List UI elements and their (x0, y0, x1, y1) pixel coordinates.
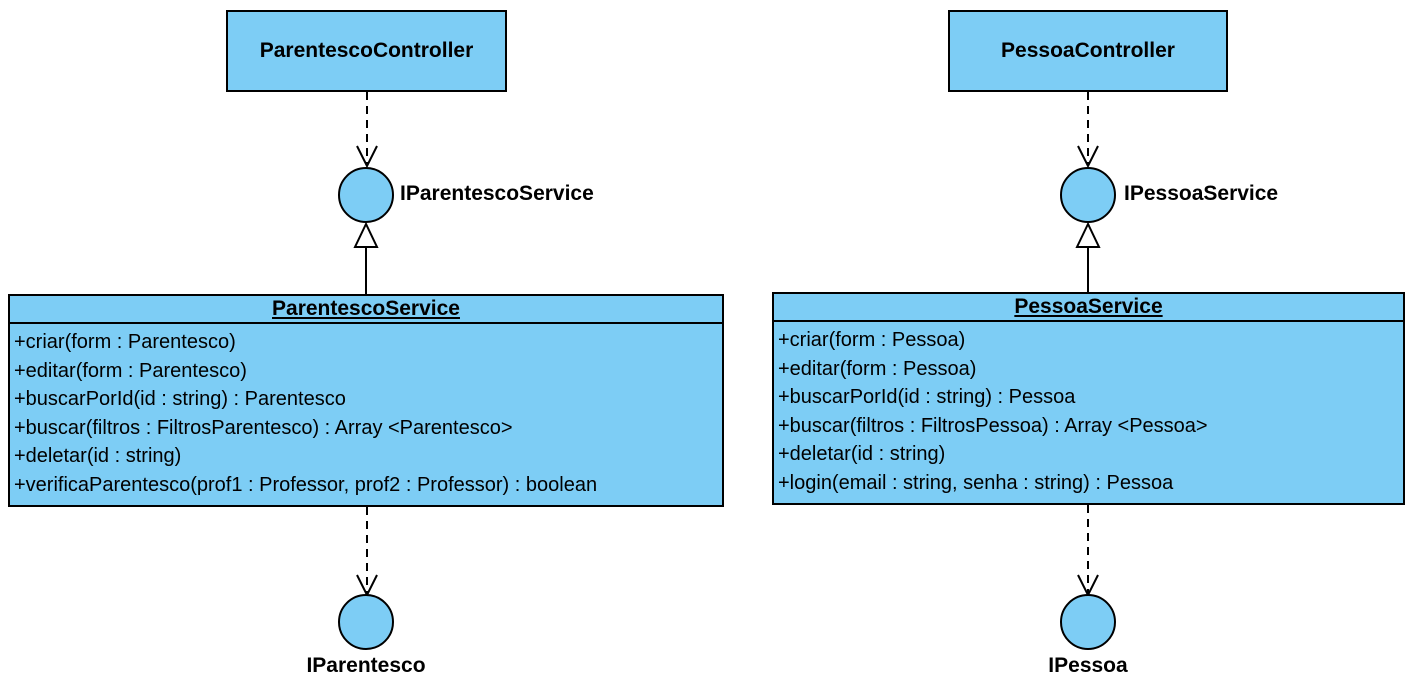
right-service-class-name: PessoaService (774, 294, 1403, 322)
right-controller-dependency-arrowhead (1077, 145, 1099, 169)
operation-item: +verificaParentesco(prof1 : Professor, p… (14, 473, 598, 496)
operation-item: +buscar(filtros : FiltrosParentesco) : A… (14, 416, 513, 439)
operation-item: +buscar(filtros : FiltrosPessoa) : Array… (778, 414, 1208, 437)
operation-item: +deletar(id : string) (14, 445, 182, 468)
right-realization-arrowhead (1075, 221, 1101, 248)
left-interface-service-circle (338, 167, 394, 223)
left-service-class[interactable]: ParentescoService +criar(form : Parentes… (8, 294, 724, 507)
right-service-operations: +criar(form : Pessoa) +editar(form : Pes… (774, 322, 1403, 498)
right-controller-name: PessoaController (1001, 39, 1175, 62)
left-realization-arrowhead (353, 221, 379, 248)
right-dependency-interface-label: IPessoa (1048, 654, 1128, 677)
right-controller-box[interactable]: PessoaController (948, 10, 1228, 92)
right-dependency-interface-circle (1060, 594, 1116, 650)
operation-item: +buscarPorId(id : string) : Parentesco (14, 388, 346, 411)
operation-item: +buscarPorId(id : string) : Pessoa (778, 386, 1076, 409)
right-interface-service-label: IPessoaService (1124, 182, 1279, 205)
right-interface-service-circle (1060, 167, 1116, 223)
operation-item: +editar(form : Pessoa) (778, 357, 977, 380)
left-service-class-name: ParentescoService (10, 296, 722, 324)
left-dependency-interface-circle (338, 594, 394, 650)
left-controller-box[interactable]: ParentescoController (226, 10, 507, 92)
operation-item: +criar(form : Parentesco) (14, 331, 236, 353)
right-service-class[interactable]: PessoaService +criar(form : Pessoa) +edi… (772, 292, 1405, 505)
left-dependency-interface-label: IParentesco (306, 654, 426, 677)
left-controller-dependency-arrowhead (356, 145, 378, 169)
left-controller-name: ParentescoController (259, 39, 474, 62)
operation-item: +editar(form : Parentesco) (14, 359, 247, 382)
operation-item: +login(email : string, senha : string) :… (778, 471, 1174, 494)
operation-item: +criar(form : Pessoa) (778, 329, 966, 351)
operation-item: +deletar(id : string) (778, 443, 946, 466)
left-interface-service-label: IParentescoService (400, 182, 594, 205)
left-service-operations: +criar(form : Parentesco) +editar(form :… (10, 324, 722, 500)
